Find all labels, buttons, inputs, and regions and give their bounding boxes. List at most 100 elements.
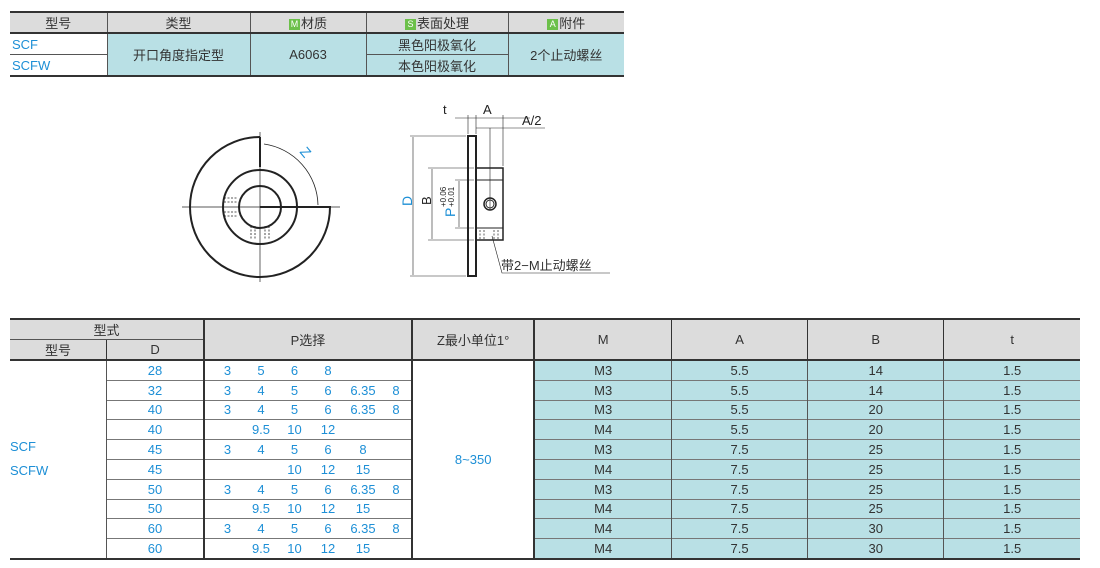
t-cell: 1.5 bbox=[943, 498, 1080, 519]
p-option: 6.35 bbox=[350, 402, 376, 418]
t-cell: 1.5 bbox=[943, 518, 1080, 539]
dim-b-label: B bbox=[419, 196, 434, 205]
b-cell: 25 bbox=[807, 498, 944, 519]
p-option: 15 bbox=[355, 501, 371, 517]
d-cell: 40 bbox=[106, 399, 204, 420]
p-option: 5 bbox=[290, 442, 299, 458]
model-scfw: SCFW bbox=[10, 463, 49, 479]
dim-a-half-label: A/2 bbox=[522, 113, 542, 128]
m-cell: M3 bbox=[533, 478, 672, 500]
header-a: A bbox=[671, 319, 808, 361]
p-option bbox=[345, 363, 381, 378]
p-option: 6.35 bbox=[350, 481, 376, 497]
d-cell: 45 bbox=[106, 458, 204, 480]
header-t: t bbox=[943, 319, 1080, 361]
header-model: 型号 bbox=[10, 339, 107, 361]
p-option: 6 bbox=[324, 402, 332, 418]
p-option bbox=[381, 541, 411, 556]
dim-p-label: P bbox=[442, 208, 458, 217]
p-option: 6 bbox=[324, 442, 332, 458]
p-option: 15 bbox=[355, 461, 371, 477]
p-option: 4 bbox=[257, 521, 265, 537]
p-option: 6 bbox=[324, 521, 332, 537]
t-cell: 1.5 bbox=[943, 359, 1080, 381]
p-option: 4 bbox=[257, 481, 265, 497]
p-option: 12 bbox=[320, 541, 336, 557]
side-view: t A A/2 D B P +0.06 +0.01 带2−M止动螺丝 bbox=[399, 102, 610, 277]
p-option: 9.5 bbox=[251, 541, 271, 557]
p-option: 3 bbox=[223, 481, 232, 497]
type-value: 开口角度指定型 bbox=[106, 33, 250, 76]
a-cell: 5.5 bbox=[671, 399, 808, 420]
p-option: 12 bbox=[320, 422, 336, 438]
t-cell: 1.5 bbox=[943, 458, 1080, 480]
p-option: 10 bbox=[287, 541, 302, 557]
m-cell: M3 bbox=[533, 399, 672, 420]
b-cell: 20 bbox=[807, 419, 944, 440]
p-option: 5 bbox=[290, 521, 299, 537]
material-value: A6063 bbox=[249, 33, 366, 76]
d-cell: 50 bbox=[106, 478, 204, 500]
header-p: P选择 bbox=[202, 319, 412, 361]
p-option: 4 bbox=[257, 382, 265, 398]
t-cell: 1.5 bbox=[943, 419, 1080, 440]
p-option: 3 bbox=[223, 382, 232, 398]
material-badge: M bbox=[288, 19, 300, 30]
p-option: 8 bbox=[392, 521, 400, 537]
a-cell: 5.5 bbox=[671, 379, 808, 401]
technical-drawing: Z t A A/2 D B P +0.06 +0.01 带2−M止动螺丝 bbox=[182, 102, 610, 282]
p-option: 9.5 bbox=[251, 422, 271, 438]
p-option: 8 bbox=[359, 442, 367, 458]
b-cell: 20 bbox=[807, 399, 944, 420]
p-option: 9.5 bbox=[251, 501, 271, 517]
p-option: 10 bbox=[287, 501, 302, 517]
p-option: 3 bbox=[223, 362, 232, 378]
m-cell: M3 bbox=[533, 359, 672, 381]
z-range: 8~350 bbox=[410, 359, 535, 559]
a-cell: 7.5 bbox=[671, 498, 808, 519]
d-cell: 28 bbox=[106, 359, 204, 381]
d-cell: 40 bbox=[106, 419, 204, 440]
p-option: 5 bbox=[290, 382, 299, 398]
a-cell: 7.5 bbox=[671, 518, 808, 539]
d-cell: 45 bbox=[106, 439, 204, 460]
b-cell: 25 bbox=[807, 439, 944, 460]
p-option: 5 bbox=[290, 481, 299, 497]
a-cell: 5.5 bbox=[671, 359, 808, 381]
accessory-badge: A bbox=[547, 19, 559, 30]
a-cell: 7.5 bbox=[671, 538, 808, 559]
t-cell: 1.5 bbox=[943, 538, 1080, 559]
d-cell: 32 bbox=[106, 379, 204, 401]
p-option: 5 bbox=[290, 402, 299, 418]
a-cell: 7.5 bbox=[671, 478, 808, 500]
p-option: 3 bbox=[223, 521, 232, 537]
t-cell: 1.5 bbox=[943, 399, 1080, 420]
p-option bbox=[211, 462, 244, 477]
b-cell: 30 bbox=[807, 518, 944, 539]
p-option: 6.35 bbox=[350, 521, 376, 537]
p-cell: 3 4 5 6 6.35 8 bbox=[202, 518, 412, 539]
p-option: 6 bbox=[324, 481, 332, 497]
p-option bbox=[345, 422, 381, 437]
a-cell: 7.5 bbox=[671, 439, 808, 460]
t-cell: 1.5 bbox=[943, 439, 1080, 460]
header-m: M bbox=[533, 319, 672, 361]
p-option bbox=[211, 501, 244, 516]
p-option: 12 bbox=[320, 461, 336, 477]
p-option: 4 bbox=[257, 402, 265, 418]
b-cell: 14 bbox=[807, 359, 944, 381]
b-cell: 25 bbox=[807, 478, 944, 500]
header-d: D bbox=[106, 339, 204, 361]
p-option: 8 bbox=[392, 382, 400, 398]
m-cell: M4 bbox=[533, 419, 672, 440]
d-cell: 60 bbox=[106, 538, 204, 559]
